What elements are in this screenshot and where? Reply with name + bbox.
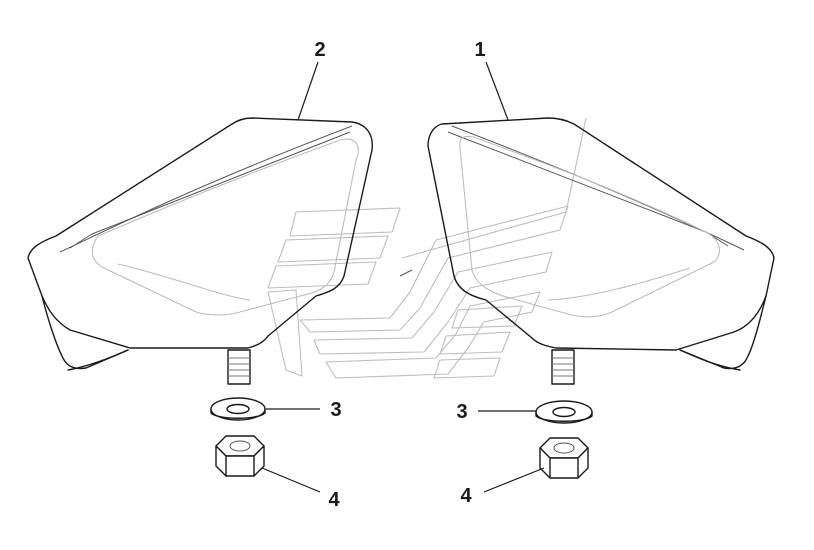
right-washer: [535, 400, 593, 424]
decal-graphic: [267, 117, 587, 379]
leader-lines: [261, 61, 545, 493]
left-mounting-stud: [227, 349, 251, 385]
hidden-fastener-mark: [399, 269, 413, 277]
callout-cover-left: 2: [314, 39, 325, 61]
callout-washer-left: 3: [330, 399, 341, 421]
right-nut: [539, 437, 589, 479]
left-side-cover: [27, 117, 373, 371]
right-side-cover: [427, 117, 775, 371]
callout-cover-right: 1: [474, 39, 485, 61]
left-washer: [210, 397, 266, 421]
right-mounting-stud: [551, 349, 575, 385]
callout-nut-right: 4: [460, 485, 472, 507]
callout-nut-left: 4: [328, 489, 340, 511]
left-nut: [215, 435, 265, 477]
callout-washer-right: 3: [456, 401, 467, 423]
